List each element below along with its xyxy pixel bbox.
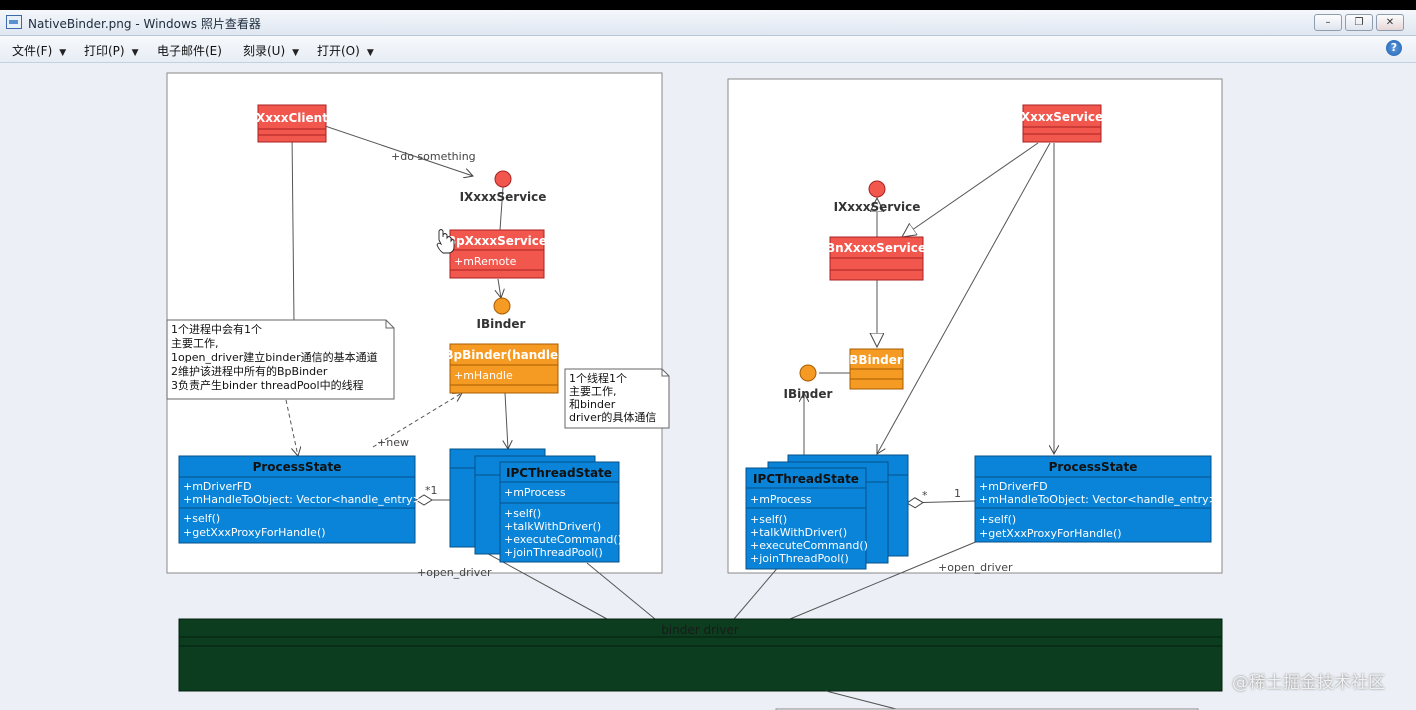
menu-file[interactable]: 文件(F) ▼ <box>12 42 66 59</box>
uml-attribute: +mHandle <box>454 369 513 382</box>
uml-class-name: BBinder <box>849 353 903 367</box>
uml-attribute: +mDriverFD <box>979 480 1048 493</box>
uml-diagram-image: XxxxClient +do something IXxxxService Bp… <box>166 72 1223 710</box>
uml-class-binder-driver: binder driver <box>178 618 1223 692</box>
uml-method: +self() <box>750 513 787 526</box>
association-label: +do something <box>391 150 476 163</box>
uml-method: +joinThreadPool() <box>504 546 603 559</box>
association-label: +new <box>377 436 409 449</box>
uml-class-name: BpXxxxService <box>447 234 547 248</box>
uml-method: +talkWithDriver() <box>504 520 601 533</box>
interface-label: IBinder <box>477 317 526 331</box>
multiplicity-label: 1 <box>954 487 961 500</box>
restore-button[interactable]: ❐ <box>1345 14 1373 31</box>
multiplicity-label: * <box>922 489 928 502</box>
uml-attribute: +mRemote <box>454 255 517 268</box>
menu-email[interactable]: 电子邮件(E) <box>157 42 222 59</box>
multiplicity-label: *1 <box>425 484 438 497</box>
interface-lollipop-icon <box>493 297 511 315</box>
uml-attribute: +mHandleToObject: Vector<handle_entry> <box>979 493 1218 506</box>
note-line: 主要工作, <box>171 337 219 350</box>
help-icon[interactable]: ? <box>1386 40 1402 56</box>
note-line: driver的具体通信 <box>569 410 656 424</box>
interface-label: IXxxxService <box>834 200 921 214</box>
image-viewport[interactable]: XxxxClient +do something IXxxxService Bp… <box>0 63 1416 710</box>
menu-bar: 文件(F) ▼ 打印(P) ▼ 电子邮件(E) 刻录(U) ▼ 打开(O) ▼ ? <box>0 36 1416 63</box>
uml-class-bbinder: BBinder <box>849 348 904 390</box>
menu-burn-label: 刻录(U) <box>243 44 286 58</box>
uml-method: +self() <box>183 512 220 525</box>
menu-open[interactable]: 打开(O) ▼ <box>317 42 374 59</box>
uml-class-name: ProcessState <box>253 460 342 474</box>
interface-lollipop-icon <box>494 170 512 188</box>
uml-class-ipcthreadstate-stack-right: IPCThreadState +mProcess +self() +talkWi… <box>745 454 909 570</box>
note-line: 3负责产生binder threadPool中的线程 <box>171 378 364 392</box>
menu-email-label: 电子邮件(E) <box>157 44 222 58</box>
uml-note-process: 1个进程中会有1个 主要工作, 1open_driver建立binder通信的基… <box>166 319 395 400</box>
uml-class-bpxxxxservice: BpXxxxService +mRemote <box>447 229 547 279</box>
window-title: NativeBinder.png - Windows 照片查看器 <box>28 17 261 31</box>
association-label: +open_driver <box>417 566 492 579</box>
uml-method: +joinThreadPool() <box>750 552 849 565</box>
uml-attribute: +mProcess <box>504 486 566 499</box>
uml-attribute: +mDriverFD <box>183 480 252 493</box>
uml-class-processstate-left: ProcessState +mDriverFD +mHandleToObject… <box>178 455 422 544</box>
uml-method: +talkWithDriver() <box>750 526 847 539</box>
uml-method: +self() <box>979 513 1016 526</box>
association-label: +open_driver <box>938 561 1013 574</box>
menu-open-label: 打开(O) <box>317 44 360 58</box>
uml-note-thread: 1个线程1个 主要工作, 和binder driver的具体通信 <box>564 368 670 429</box>
chevron-down-icon: ▼ <box>292 48 300 58</box>
interface-label: IXxxxService <box>460 190 547 204</box>
chevron-down-icon: ▼ <box>366 48 374 58</box>
interface-lollipop-icon <box>868 180 886 198</box>
uml-class-xxxxclient: XxxxClient <box>256 104 328 143</box>
uml-method: +executeCommand() <box>504 533 622 546</box>
uml-class-name: XxxxClient <box>256 111 328 125</box>
uml-class-ipcthreadstate-stack-left: IPCThreadState +mProcess +self() +talkWi… <box>449 448 622 563</box>
uml-method: +getXxxProxyForHandle() <box>183 526 326 539</box>
note-line: 1个进程中会有1个 <box>171 322 262 336</box>
watermark: @稀土掘金技术社区 <box>1232 673 1385 693</box>
uml-class-name: BnXxxxService <box>826 241 926 255</box>
uml-attribute: +mProcess <box>750 493 812 506</box>
menu-file-label: 文件(F) <box>12 44 53 58</box>
interface-label: IBinder <box>784 387 833 401</box>
title-bar[interactable]: NativeBinder.png - Windows 照片查看器 – ❐ ✕ <box>0 10 1416 36</box>
uml-class-name: BpBinder(handle) <box>444 348 563 362</box>
uml-method: +self() <box>504 507 541 520</box>
note-line: 主要工作, <box>569 385 617 398</box>
photo-viewer-window: NativeBinder.png - Windows 照片查看器 – ❐ ✕ 文… <box>0 10 1416 710</box>
interface-lollipop-icon <box>799 364 817 382</box>
menu-print-label: 打印(P) <box>84 44 125 58</box>
note-line: 1open_driver建立binder通信的基本通道 <box>171 350 378 364</box>
uml-attribute: +mHandleToObject: Vector<handle_entry> <box>183 493 422 506</box>
uml-class-name: ProcessState <box>1049 460 1138 474</box>
close-button[interactable]: ✕ <box>1376 14 1404 31</box>
uml-class-bpbinder: BpBinder(handle) +mHandle <box>444 343 564 394</box>
uml-class-xxxxservice: XxxxService <box>1021 104 1103 143</box>
note-line: 和binder <box>569 398 616 411</box>
uml-class-name: IPCThreadState <box>506 466 612 480</box>
note-line: 2维护该进程中所有的BpBinder <box>171 364 328 378</box>
minimize-button[interactable]: – <box>1314 14 1342 31</box>
menu-burn[interactable]: 刻录(U) ▼ <box>243 42 299 59</box>
photo-viewer-app-icon <box>6 15 22 29</box>
hand-cursor-icon <box>436 229 455 254</box>
uml-method: +executeCommand() <box>750 539 868 552</box>
note-line: 1个线程1个 <box>569 371 627 385</box>
chevron-down-icon: ▼ <box>59 48 67 58</box>
uml-class-bnxxxxservice: BnXxxxService <box>826 236 926 281</box>
uml-class-processstate-right: ProcessState +mDriverFD +mHandleToObject… <box>974 455 1218 543</box>
uml-class-name: XxxxService <box>1021 110 1103 124</box>
uml-method: +getXxxProxyForHandle() <box>979 527 1122 540</box>
uml-class-name: binder driver <box>661 623 739 637</box>
chevron-down-icon: ▼ <box>131 48 139 58</box>
uml-class-name: IPCThreadState <box>753 472 859 486</box>
menu-print[interactable]: 打印(P) ▼ <box>84 42 139 59</box>
